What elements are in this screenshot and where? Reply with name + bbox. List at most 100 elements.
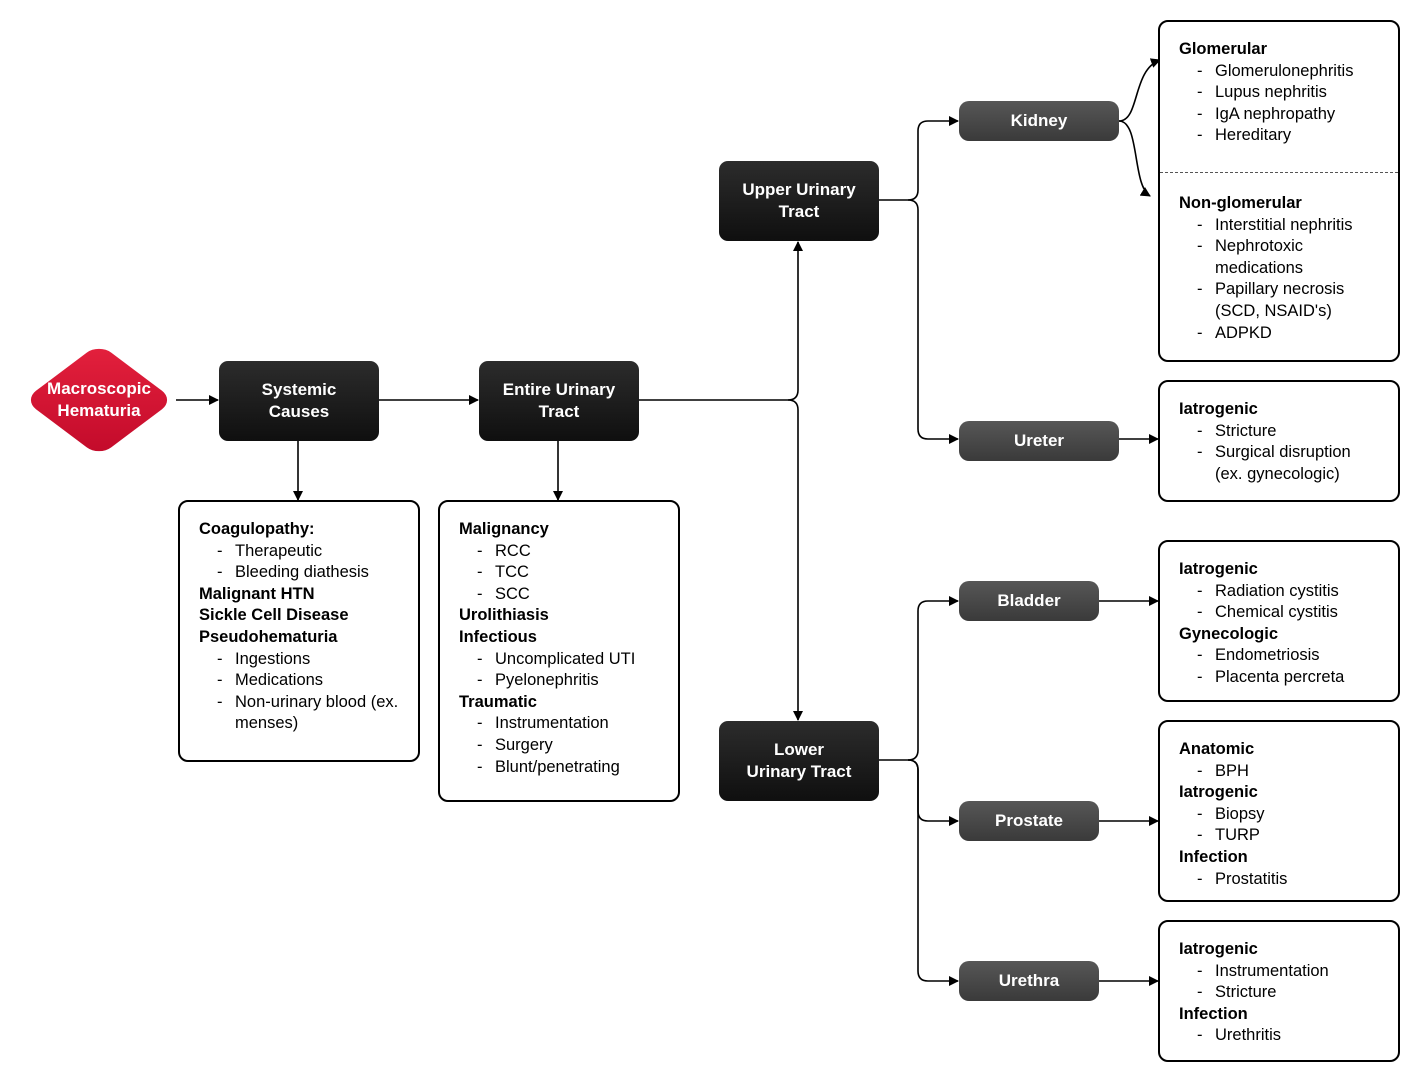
list-item-text: Stricture	[1215, 983, 1277, 1002]
list-item-text: Surgery	[495, 735, 553, 754]
bullet-dash: -	[1197, 646, 1203, 665]
bullet-dash: -	[1197, 237, 1203, 256]
section-title: Glomerular	[1179, 40, 1268, 58]
bullet-dash: -	[217, 649, 223, 668]
edge-upper-to-kidney	[879, 116, 959, 201]
list-item-text: SCC	[495, 584, 530, 603]
bullet-dash: -	[1197, 804, 1203, 823]
list-item-text: TCC	[495, 563, 529, 582]
ureter-causes-box: Iatrogenic-Stricture-Surgical disruption…	[1158, 380, 1400, 502]
list-item-text: Instrumentation	[495, 714, 609, 733]
list-item-text: RCC	[495, 541, 531, 560]
list-item-text: Prostatitis	[1215, 869, 1288, 888]
bullet-dash: -	[477, 735, 483, 754]
list-item: -Pyelonephritis	[459, 670, 659, 692]
list-item: -Surgery	[459, 735, 659, 757]
list-item: -Urethritis	[1179, 1025, 1379, 1047]
systemic-causes-list: Coagulopathy:-Therapeutic-Bleeding diath…	[199, 519, 399, 735]
list-item: -Biopsy	[1179, 804, 1379, 826]
bullet-dash: -	[1197, 667, 1203, 686]
node-systemic-causes: Systemic Causes	[219, 361, 379, 441]
section-title: Infection	[1179, 847, 1248, 866]
bullet-dash: -	[1197, 323, 1203, 342]
list-item-text: Non-urinary blood (ex. menses)	[235, 692, 399, 733]
edge-lower-to-prostate	[907, 759, 959, 826]
bullet-dash: -	[477, 541, 483, 560]
list-item-text: Pyelonephritis	[495, 671, 599, 690]
bullet-dash: -	[477, 671, 483, 690]
list-item-text: Ingestions	[235, 649, 311, 668]
list-item-text: Endometriosis	[1215, 646, 1320, 665]
dashed-divider	[1160, 172, 1398, 173]
list-item: -Lupus nephritis	[1179, 82, 1379, 104]
list-item: -Bleeding diathesis	[199, 562, 399, 584]
bullet-dash: -	[1197, 280, 1203, 299]
glomerular-causes-list: Glomerular-Glomerulonephritis-Lupus neph…	[1179, 39, 1379, 147]
bullet-dash: -	[1197, 983, 1203, 1002]
edge-entire-to-upper	[639, 241, 803, 401]
list-item-text: Stricture	[1215, 421, 1277, 440]
bullet-dash: -	[217, 563, 223, 582]
section-title: Malignancy	[459, 520, 549, 538]
systemic-causes-box: Coagulopathy:-Therapeutic-Bleeding diath…	[178, 500, 420, 762]
section-title: Iatrogenic	[1179, 560, 1258, 578]
list-item-text: Hereditary	[1215, 126, 1292, 145]
bullet-dash: -	[1197, 961, 1203, 980]
section-title: Malignant HTN	[199, 584, 315, 603]
list-item: -Stricture	[1179, 421, 1379, 443]
list-item: -ADPKD	[1179, 323, 1390, 345]
bullet-dash: -	[1197, 61, 1203, 80]
list-item: -Interstitial nephritis	[1179, 215, 1390, 237]
list-item-text: Bleeding diathesis	[235, 563, 369, 582]
list-item-text: Lupus nephritis	[1215, 83, 1327, 102]
bullet-dash: -	[477, 757, 483, 776]
bullet-dash: -	[1197, 603, 1203, 622]
section-title: Coagulopathy:	[199, 520, 315, 538]
section-title: Sickle Cell Disease	[199, 606, 349, 625]
list-item: -Instrumentation	[1179, 961, 1379, 983]
edge-lower-to-bladder	[879, 596, 959, 761]
list-item-text: Instrumentation	[1215, 961, 1329, 980]
bullet-dash: -	[1197, 126, 1203, 145]
list-item-text: TURP	[1215, 826, 1260, 845]
list-item: -Glomerulonephritis	[1179, 61, 1379, 83]
list-item-text: Medications	[235, 671, 324, 690]
section-title: Iatrogenic	[1179, 783, 1258, 802]
bullet-dash: -	[1197, 104, 1203, 123]
list-item-text: Chemical cystitis	[1215, 603, 1338, 622]
list-item: -BPH	[1179, 761, 1379, 783]
list-item: -Hereditary	[1179, 125, 1379, 147]
bullet-dash: -	[1197, 581, 1203, 600]
list-item-text: Radiation cystitis	[1215, 581, 1339, 600]
list-item: -Uncomplicated UTI	[459, 649, 659, 671]
list-item: -Endometriosis	[1179, 645, 1379, 667]
start-node-macroscopic-hematuria: Macroscopic Hematuria	[23, 343, 175, 457]
node-lower-urinary-tract: Lower Urinary Tract	[719, 721, 879, 801]
list-item-text: IgA nephropathy	[1215, 104, 1336, 123]
list-item: -Prostatitis	[1179, 869, 1379, 891]
section-title: Iatrogenic	[1179, 940, 1258, 958]
section-title: Traumatic	[459, 692, 537, 711]
bullet-dash: -	[477, 714, 483, 733]
bladder-causes-box: Iatrogenic-Radiation cystitis-Chemical c…	[1158, 540, 1400, 702]
edge-kidney-to-nonglomerular	[1118, 120, 1151, 197]
list-item: -TURP	[1179, 825, 1379, 847]
list-item: -Medications	[199, 670, 399, 692]
list-item: -Ingestions	[199, 649, 399, 671]
bullet-dash: -	[1197, 83, 1203, 102]
list-item-text: Glomerulonephritis	[1215, 61, 1354, 80]
section-title: Infectious	[459, 627, 537, 646]
bullet-dash: -	[217, 692, 223, 711]
bullet-dash: -	[1197, 443, 1203, 462]
bullet-dash: -	[1197, 826, 1203, 845]
node-prostate: Prostate	[959, 801, 1099, 841]
list-item: -Papillary necrosis (SCD, NSAID's)	[1179, 279, 1390, 322]
section-title: Iatrogenic	[1179, 400, 1258, 418]
kidney-causes-box: Glomerular-Glomerulonephritis-Lupus neph…	[1158, 20, 1400, 362]
